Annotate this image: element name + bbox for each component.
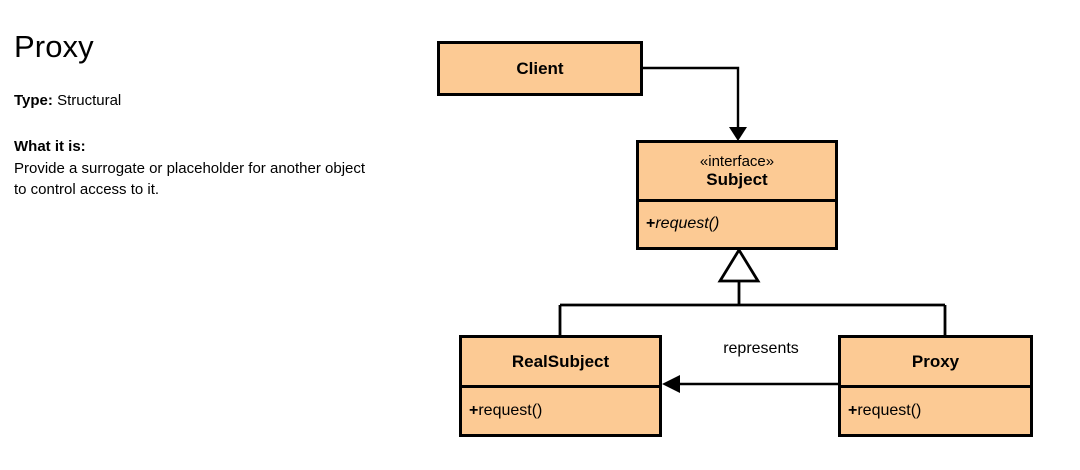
realsubject-class-name: RealSubject (511, 351, 610, 371)
subject-stereotype: «interface» (699, 152, 775, 170)
subject-method-signature: request() (655, 215, 720, 233)
proxy-method-request: +request() (848, 402, 921, 420)
client-name-compartment: Client (440, 44, 640, 93)
uml-class-client[interactable]: Client (437, 41, 643, 96)
proxy-name-compartment: Proxy (841, 338, 1030, 385)
pattern-type-row: Type: Structural (14, 90, 414, 112)
subject-name-compartment: «interface» Subject (639, 143, 835, 199)
edge-client-to-subject (643, 66, 747, 141)
association-label-represents: represents (723, 340, 799, 357)
realsubject-method-visibility: + (469, 401, 479, 419)
proxy-class-name: Proxy (911, 351, 960, 371)
client-class-name: Client (516, 58, 564, 78)
subject-members-compartment: +request() (639, 199, 835, 247)
pattern-info-panel: Proxy Type: Structural What it is: Provi… (14, 29, 414, 200)
pattern-type-label: Type: (14, 92, 53, 110)
uml-class-proxy[interactable]: Proxy +request() (838, 335, 1033, 437)
proxy-method-visibility: + (848, 401, 858, 419)
what-it-is-heading: What it is: (14, 137, 86, 155)
proxy-method-signature: request() (857, 401, 922, 419)
uml-class-realsubject[interactable]: RealSubject +request() (459, 335, 662, 437)
realsubject-method-request: +request() (469, 402, 542, 420)
edge-proxy-to-realsubject (662, 375, 838, 393)
page-title: Proxy (14, 29, 94, 64)
proxy-members-compartment: +request() (841, 385, 1030, 434)
what-it-is-body: Provide a surrogate or placeholder for a… (14, 159, 366, 198)
realsubject-name-compartment: RealSubject (462, 338, 659, 385)
pattern-type-value: Structural (57, 92, 122, 110)
subject-class-name: Subject (706, 169, 768, 189)
subject-method-request: +request() (646, 215, 719, 233)
subject-method-visibility: + (646, 215, 656, 233)
edge-generalization-fork (558, 247, 947, 335)
realsubject-members-compartment: +request() (462, 385, 659, 434)
uml-class-subject[interactable]: «interface» Subject +request() (636, 140, 838, 250)
realsubject-method-signature: request() (478, 401, 543, 419)
